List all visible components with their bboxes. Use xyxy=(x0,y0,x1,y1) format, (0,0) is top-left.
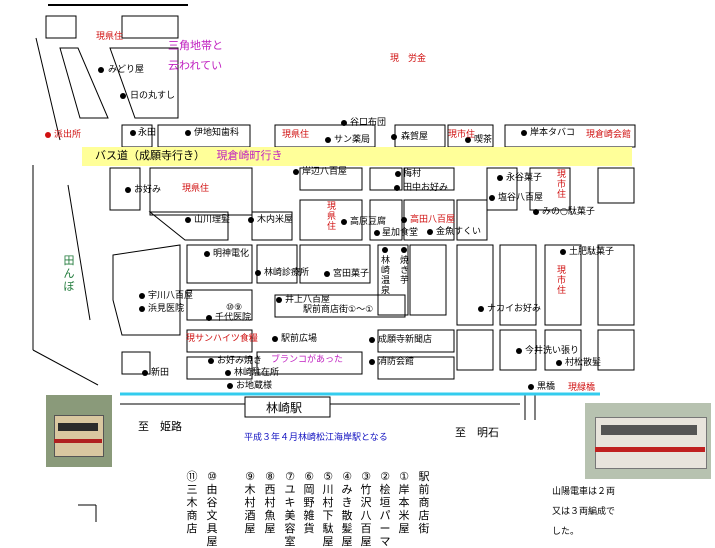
note-gen-roumu: 現 労金 xyxy=(390,54,427,64)
station-note: 平成３年４月林崎松江海岸駅となる xyxy=(244,433,388,443)
legend-5: ⑤川村下駄屋 xyxy=(322,470,334,548)
shop-muramatsu: 村松散髪 xyxy=(565,358,602,368)
shop-kishibe: 岸辺八百屋 xyxy=(302,167,348,177)
shop-kishimoto: 岸本タバコ xyxy=(530,128,576,138)
shop-ume: 梅村 xyxy=(403,169,422,179)
shop-hoshika: 星加食堂 xyxy=(382,228,419,238)
shop-nagatani: 永谷菓子 xyxy=(506,173,543,183)
note-gen-shiju-v: 現市住 xyxy=(556,170,566,200)
shop-takahara: 高原豆腐 xyxy=(350,217,387,227)
note-gen-kenju2: 現県住 xyxy=(182,184,210,194)
shop-kiuchi: 木内米屋 xyxy=(257,215,294,225)
shop-ekimae-shoten: 駅前商店街①～① xyxy=(303,305,374,315)
shop-morita: 森賀屋 xyxy=(401,132,429,142)
shop-doihi: 土肥駄菓子 xyxy=(569,247,615,257)
shop-kingyo: 金魚すくい xyxy=(436,227,482,237)
shop-midoriya: みどり屋 xyxy=(108,65,145,75)
shop-shobo: 消防会館 xyxy=(378,357,415,367)
shop-ibochi: 伊地知歯科 xyxy=(194,128,240,138)
legend-6: ⑥岡野雑貨 xyxy=(303,470,315,535)
train-photo-right xyxy=(585,403,711,479)
shop-kurohashi: 黒橋 xyxy=(537,382,556,392)
legend-header: 駅前商店街 xyxy=(418,470,430,535)
note-genkenju-top: 現県住 xyxy=(96,32,124,42)
shop-okonomiyaki: お好み焼き xyxy=(217,356,263,366)
note-tanbo: 田んぼ xyxy=(63,254,75,293)
train-note-1: 山陽電車は２両 xyxy=(552,487,616,497)
legend-9: ⑨木村酒屋 xyxy=(244,470,256,535)
to-akashi: 至 明石 xyxy=(455,426,499,439)
legend-11: ⑪三木商店 xyxy=(186,470,198,535)
shop-takada: 高田八百屋 xyxy=(410,215,456,225)
shop-kissa: 喫茶 xyxy=(474,135,493,145)
legend-2: ②桧垣パーマ xyxy=(379,470,391,548)
shop-hinomaru: 日の丸すし xyxy=(130,91,176,101)
shop-shinden: 新田 xyxy=(151,368,170,378)
shop-hamami: 浜見医院 xyxy=(148,304,185,314)
note-burako: ブランコがあった xyxy=(271,355,344,365)
shop-miyata: 宮田菓子 xyxy=(333,269,370,279)
note-hashutsujo: 派出所 xyxy=(54,130,82,140)
note-gen-ryokubashi: 現緑橋 xyxy=(568,383,596,393)
shop-okonomi1: お好み xyxy=(134,185,162,195)
shop-imai: 今井洗い張り xyxy=(525,346,580,356)
legend-10: ⑩由谷文具屋 xyxy=(206,470,218,548)
shop-inoue: 井上八百屋 xyxy=(285,295,331,305)
train-note-2: 又は３両編成で xyxy=(552,507,616,517)
shop-uda: 宇川八百屋 xyxy=(148,291,194,301)
shop-rinzaki-chusha: 林崎駐在所 xyxy=(234,368,280,378)
shop-yakiimo: 焼き芋 xyxy=(399,256,409,286)
shop-taniguchi: 谷口布団 xyxy=(350,118,387,128)
shop-nagata: 永田 xyxy=(138,128,157,138)
shop-yamagawa: 山川理髪 xyxy=(194,215,231,225)
shop-sanyakkyoku: サン薬局 xyxy=(334,135,371,145)
note-gen-kurasaki: 現倉崎会館 xyxy=(586,130,632,140)
shop-rinzaki-shinryo: 林崎診療所 xyxy=(264,268,310,278)
shop-nakai: ナカイお好み xyxy=(487,304,542,314)
legend-8: ⑧西村魚屋 xyxy=(264,470,276,535)
note-gen-shiju: 現市住 xyxy=(448,130,476,140)
shop-num10: ⑩⑨ xyxy=(226,303,243,313)
shop-ekimae-hiroba: 駅前広場 xyxy=(281,334,318,344)
note-genkenju-mid: 現県住 xyxy=(282,130,310,140)
to-himeji: 至 姫路 xyxy=(138,420,182,433)
bus-road-label: バス道（成願寺行き） 現倉崎町行き xyxy=(95,149,283,162)
shop-rinzaki-onsen: 林崎温泉 xyxy=(380,256,390,296)
legend-1: ①岸本米屋 xyxy=(398,470,410,535)
station-name: 林崎駅 xyxy=(266,401,303,415)
legend-3: ③竹沢八百屋 xyxy=(360,470,372,548)
note-sanhaitsu: 現サンハイツ食糧 xyxy=(186,334,258,344)
legend-4: ④みき散髪屋 xyxy=(341,470,353,548)
train-photo-left xyxy=(46,395,112,467)
train-note-3: した。 xyxy=(552,527,580,537)
note-gen-shiju-v2: 現市住 xyxy=(556,266,566,296)
note-gen-kenju-v: 現県住 xyxy=(326,202,336,232)
shop-tsuji: 塩谷八百屋 xyxy=(498,193,544,203)
note-triangle-1: 三角地帯と xyxy=(168,39,223,52)
bus-road xyxy=(82,147,632,166)
legend-7: ⑦ユキ美容室 xyxy=(284,470,296,548)
shop-senwa: 千代医院 xyxy=(215,313,252,323)
shop-ochazen: お地蔵様 xyxy=(236,381,273,391)
shop-meishin: 明神電化 xyxy=(213,249,250,259)
note-triangle-2: 云われてい xyxy=(168,59,223,72)
shop-seiganji: 成願寺新聞店 xyxy=(378,335,433,345)
shop-tanaka: 田中お好み xyxy=(403,183,449,193)
shop-minomo: みの○駄菓子 xyxy=(542,207,595,217)
